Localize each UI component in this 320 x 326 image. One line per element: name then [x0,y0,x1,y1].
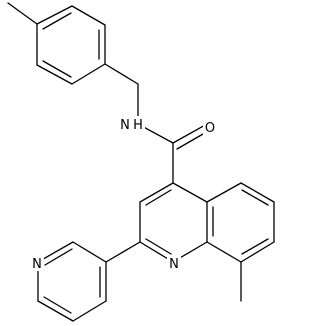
bond-py-c3-c2 [72,241,107,263]
atom-labels: N H O N N [30,116,218,272]
bond-py-inner-1 [44,248,73,266]
bond-toluene-2 [71,5,106,26]
bond-toluene-1 [36,5,73,25]
bond-c5-c6 [240,182,275,203]
bond-c2-pyridyl [105,241,141,263]
amide-nh-label: N H [117,116,145,133]
pyridine-nitrogen-label: N [32,257,42,272]
bond-toluene-4 [71,63,106,85]
bond-toluene-5 [36,64,73,85]
bond-py-c6-c5 [37,300,74,322]
bond-c4a-c5 [206,182,242,203]
amide-nitrogen-label: N [120,118,130,133]
bond-c5-c6-inner [241,189,269,206]
bond-c8-c8a [206,241,242,263]
bond-c7-c8-inner [241,238,269,255]
structure-canvas: N H O N N [7,2,275,322]
amide-hydrogen-label: H [133,118,143,133]
bond-c4a-c4 [172,182,208,203]
bond-toluene-inner-1 [42,12,72,30]
quinoline-nitrogen-label: N [169,257,179,272]
carbonyl-oxygen-label: O [205,121,215,136]
pyridine-nitrogen: N [30,255,44,272]
bond-c2-n1-inner [145,238,172,255]
bond-methyl-top [7,2,38,25]
bond-toluene-inner-3 [42,60,72,78]
carbonyl-oxygen: O [203,119,218,136]
bond-py-inner-2 [43,296,72,314]
bond-c4-c3 [139,182,174,203]
bond-ring-ch2 [104,63,139,85]
bond-carbonyl-o-1 [172,123,208,144]
bond-c4-c3-inner [145,189,172,206]
bonds [7,2,275,322]
quinoline-nitrogen: N [167,255,181,272]
bond-py-c5-c4 [72,300,107,322]
bond-c7-c8 [240,241,275,263]
